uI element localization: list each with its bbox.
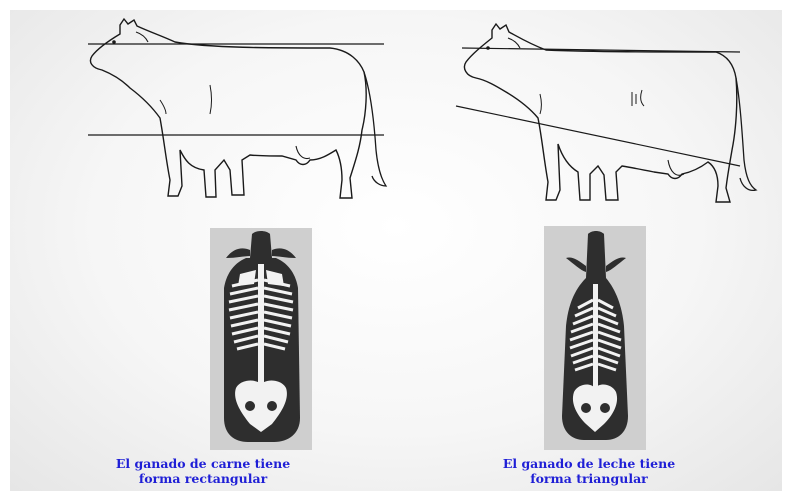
dairy-cow-body bbox=[464, 24, 736, 202]
beef-skeleton-photo bbox=[210, 228, 312, 450]
slide: El ganado de carne tiene forma rectangul… bbox=[10, 10, 782, 491]
dairy-cow-udder bbox=[668, 160, 684, 175]
dairy-cow-neck-line bbox=[540, 94, 542, 114]
dairy-cow-eye bbox=[486, 46, 490, 50]
beef-cow-udder bbox=[296, 146, 310, 159]
beef-panel: El ganado de carne tiene forma rectangul… bbox=[10, 10, 396, 491]
beef-head bbox=[250, 231, 272, 258]
dairy-panel: El ganado de leche tiene forma triangula… bbox=[396, 10, 782, 491]
beef-pelvis-hole-right bbox=[267, 401, 277, 411]
dairy-pelvis-hole-left bbox=[581, 403, 591, 413]
beef-pelvis-hole-left bbox=[245, 401, 255, 411]
beef-cow-body bbox=[90, 19, 366, 198]
beef-cow-shoulder-line bbox=[210, 85, 212, 114]
dairy-head bbox=[586, 231, 606, 278]
dairy-caption: El ganado de leche tiene forma triangula… bbox=[396, 456, 782, 486]
beef-cow-eye bbox=[112, 40, 116, 44]
dairy-caption-line-2: forma triangular bbox=[396, 471, 782, 486]
dairy-pelvis-hole-right bbox=[600, 403, 610, 413]
beef-caption: El ganado de carne tiene forma rectangul… bbox=[10, 456, 396, 486]
dairy-caption-line-1: El ganado de leche tiene bbox=[396, 456, 782, 471]
beef-caption-line-2: forma rectangular bbox=[10, 471, 396, 486]
dairy-bottom-guide-line bbox=[456, 106, 740, 166]
beef-cow-outline-drawing bbox=[10, 10, 396, 220]
beef-caption-line-1: El ganado de carne tiene bbox=[10, 456, 396, 471]
dairy-skeleton-photo bbox=[544, 226, 646, 450]
dairy-cow-hip-marks bbox=[632, 90, 644, 106]
beef-cow-tail bbox=[364, 72, 386, 186]
dairy-cow-tail bbox=[736, 78, 756, 190]
dairy-cow-outline-drawing bbox=[396, 10, 782, 220]
beef-cow-ear bbox=[136, 32, 148, 42]
beef-cow-neck-line bbox=[160, 100, 166, 114]
dairy-cow-ear bbox=[508, 38, 520, 48]
